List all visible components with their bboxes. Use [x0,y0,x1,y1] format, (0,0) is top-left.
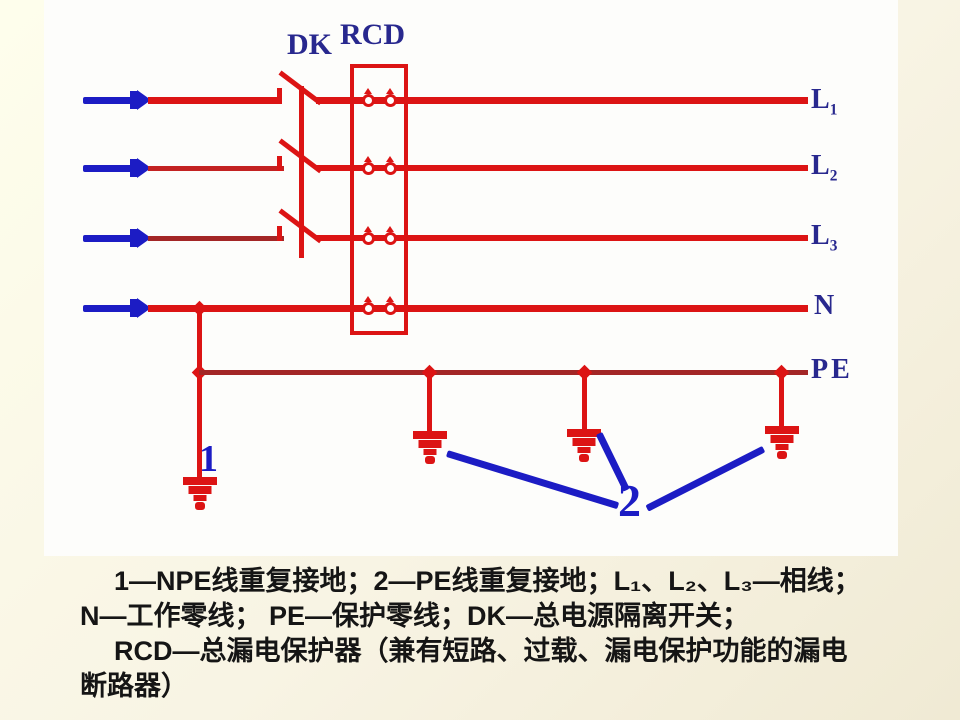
supply-arrow-icon-l2 [83,158,151,178]
rcd-terminal-tip [386,296,394,302]
rcd-terminal-tip [364,88,372,94]
switch-contact-l1 [277,88,282,103]
wire-l3-left [148,236,284,241]
label-pe: PE [811,354,853,385]
arrow-bar [130,299,137,317]
arrow-bar [130,159,137,177]
rcd-terminal-icon [362,162,375,175]
label-rcd: RCD [340,20,405,50]
arrow-shaft [83,305,135,312]
caption-block: 1—NPE线重复接地；2—PE线重复接地；L₁、L₂、L₃—相线； N—工作零线… [80,564,892,704]
wire-l3-right [316,235,808,241]
supply-arrow-icon-n [83,298,151,318]
supply-arrow-icon-l1 [83,90,151,110]
arrow-shaft [83,235,135,242]
rcd-terminal-icon [384,302,397,315]
rcd-terminal-icon [362,232,375,245]
arrow-shaft [83,97,135,104]
switch-gang-bar [299,86,304,258]
arrow-bar [130,91,137,109]
arrow-shaft [83,165,135,172]
n-ground-link-wire [197,308,202,478]
ground-icon-1 [183,477,217,511]
arrow-head [137,90,151,110]
label-ground-2: 2 [618,475,641,526]
pe-ground-stub [427,373,432,432]
wire-l1-right [316,97,808,104]
wire-n [148,305,808,312]
switch-contact-l3 [277,226,282,241]
rcd-terminal-tip [386,226,394,232]
switch-contact-l2 [277,156,282,171]
label-dk: DK [287,30,332,60]
wire-l1-left [148,97,282,104]
rcd-terminal-icon [384,232,397,245]
caption-line-4: 断路器） [80,671,188,701]
rcd-terminal-tip [386,156,394,162]
arrow-bar [130,229,137,247]
rcd-terminal-tip [364,226,372,232]
wire-l2-left [148,166,284,171]
rcd-terminal-tip [386,88,394,94]
rcd-terminal-icon [362,302,375,315]
ground-icon-2c [765,426,799,460]
label-l3: L3 [811,220,838,255]
rcd-box [350,64,408,335]
ground-icon-2b [567,429,601,463]
label-n: N [814,290,835,321]
label-l1: L1 [811,84,838,119]
rcd-terminal-icon [384,94,397,107]
rcd-terminal-icon [384,162,397,175]
label-l2: L2 [811,150,838,185]
label-ground-1: 1 [199,438,218,480]
dk-text: DK [287,28,332,61]
wire-l2-right [316,165,808,171]
caption-line-1: 1—NPE线重复接地；2—PE线重复接地；L₁、L₂、L₃—相线； [114,566,861,596]
arrow-head [137,158,151,178]
caption-line-2: N—工作零线； PE—保护零线；DK—总电源隔离开关； [80,601,750,631]
arrow-head [137,228,151,248]
caption-line-3: RCD—总漏电保护器（兼有短路、过载、漏电保护功能的漏电 [114,636,848,666]
wire-pe [199,370,808,375]
rcd-terminal-tip [364,156,372,162]
rcd-terminal-tip [364,296,372,302]
arrow-head [137,298,151,318]
rcd-text: RCD [340,18,405,51]
diagram-canvas [44,0,898,556]
ground-icon-2a [413,431,447,465]
pe-ground-stub [779,373,784,428]
rcd-terminal-icon [362,94,375,107]
supply-arrow-icon-l3 [83,228,151,248]
pe-ground-stub [582,373,587,431]
